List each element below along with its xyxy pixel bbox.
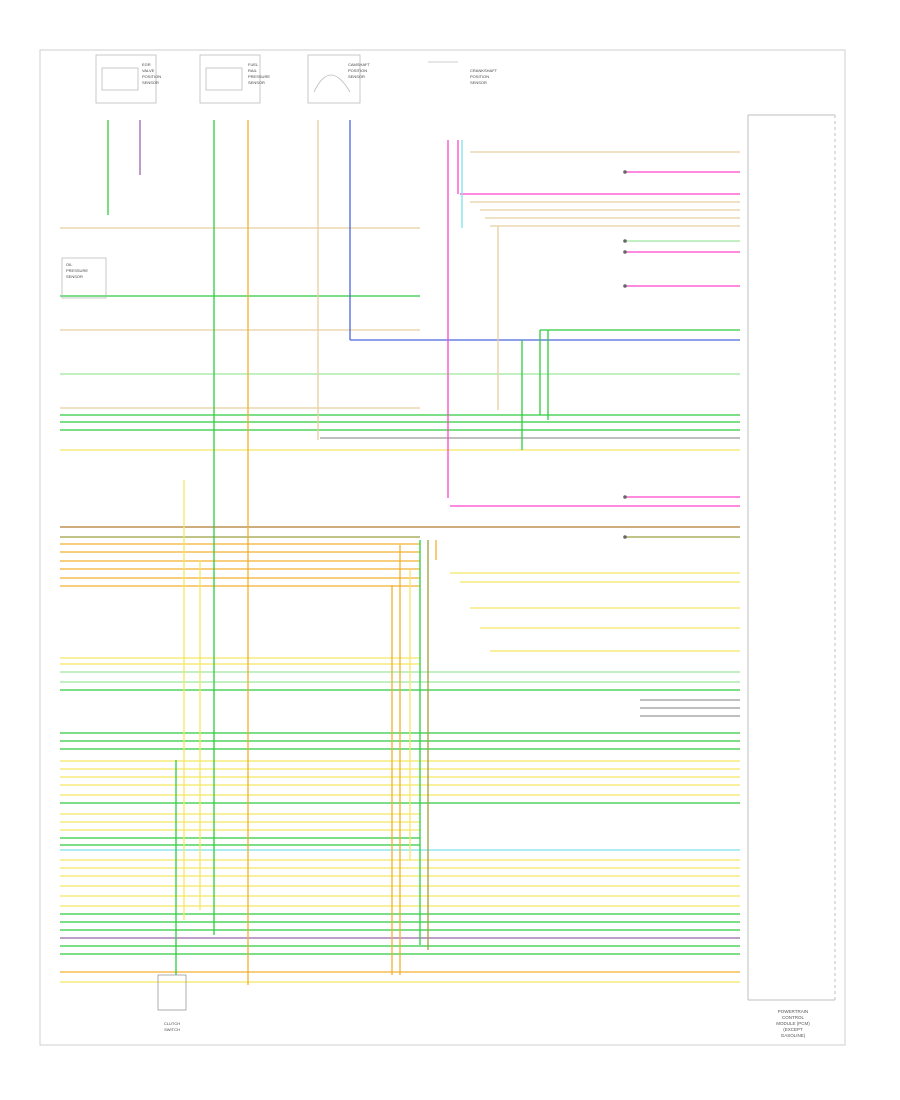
pcm-label-line-1: POWERTRAIN	[778, 1009, 808, 1014]
sensor-1-label-a: EGR	[142, 62, 151, 67]
sensor-2-label-b: RAIL	[248, 68, 258, 73]
splice-dot-3	[623, 284, 627, 288]
sensor-2-label-d: SENSOR	[248, 80, 265, 85]
sensor-2: FUEL RAIL PRESSURE SENSOR	[199, 54, 270, 104]
sensor-6-label-a: CLUTCH	[164, 1021, 180, 1026]
diagram-border	[39, 49, 846, 1046]
sensor-4-label-b: POSITION	[470, 74, 489, 79]
sensor-1-label-c: POSITION	[142, 74, 161, 79]
sensor-4-label-a: CRANKSHAFT	[470, 68, 498, 73]
sensor-3-label-c: SENSOR	[348, 74, 365, 79]
pcm-label-line-3: MODULE (PCM)	[776, 1021, 810, 1026]
wire-layer	[60, 120, 740, 985]
sensor-3-label-b: POSITION	[348, 68, 367, 73]
sensor-5-label-c: SENSOR	[66, 274, 83, 279]
sensor-6: CLUTCH SWITCH	[157, 974, 187, 1032]
sensor-2-label-a: FUEL	[248, 62, 259, 67]
pcm-label-line-5: GASOLINE)	[781, 1033, 806, 1038]
pcm-label-line-2: CONTROL	[782, 1015, 804, 1020]
sensor-3-label-a: CAMSHAFT	[348, 62, 371, 67]
sensor-5-label-b: PRESSURE	[66, 268, 88, 273]
splice-dot-0	[623, 170, 627, 174]
sensor-4: CRANKSHAFT POSITION SENSOR	[428, 61, 498, 85]
sensor-1: EGR VALVE POSITION SENSOR	[95, 54, 161, 104]
splice-dot-4	[623, 495, 627, 499]
splice-dot-1	[623, 239, 627, 243]
splice-dot-5	[623, 535, 627, 539]
sensor-5: OIL PRESSURE SENSOR	[61, 257, 107, 299]
sensor-3: CAMSHAFT POSITION SENSOR	[307, 54, 371, 104]
sensor-5-label-a: OIL	[66, 262, 73, 267]
pcm-label-line-4: (EXCEPT	[783, 1027, 803, 1032]
sensor-1-label-d: SENSOR	[142, 80, 159, 85]
sensor-2-label-c: PRESSURE	[248, 74, 270, 79]
pcm-module-label: POWERTRAIN CONTROL MODULE (PCM) (EXCEPT …	[776, 1009, 810, 1038]
sensor-1-label-b: VALVE	[142, 68, 155, 73]
splice-dot-2	[623, 250, 627, 254]
sensor-6-label-b: SWITCH	[164, 1027, 180, 1032]
pcm-connector-block	[747, 114, 836, 1001]
sensor-4-label-c: SENSOR	[470, 80, 487, 85]
